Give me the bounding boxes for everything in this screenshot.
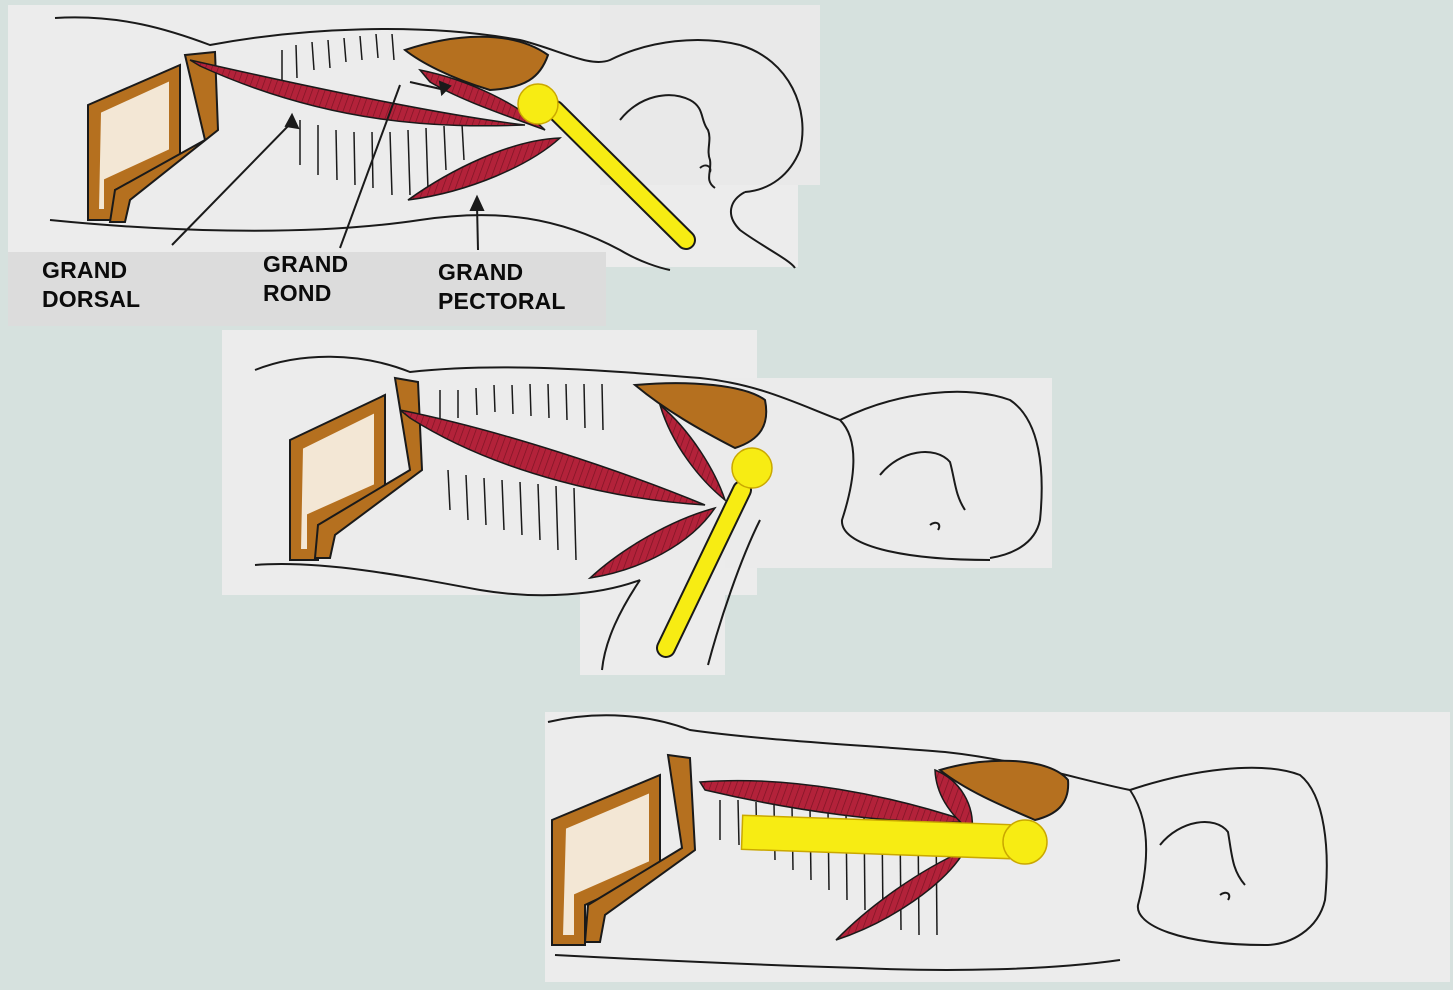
label-grand-rond-line2: ROND — [263, 279, 348, 308]
label-grand-rond: GRAND ROND — [263, 250, 348, 308]
label-grand-dorsal-line1: GRAND — [42, 256, 140, 285]
label-grand-dorsal: GRAND DORSAL — [42, 256, 140, 314]
panel-arm-horizontal — [545, 712, 1450, 982]
panel-arm-lowered — [222, 330, 1052, 675]
label-grand-pectoral: GRAND PECTORAL — [438, 258, 566, 316]
label-grand-pectoral-line1: GRAND — [438, 258, 566, 287]
humeral-head — [518, 84, 558, 124]
label-grand-rond-line1: GRAND — [263, 250, 348, 279]
label-grand-pectoral-line2: PECTORAL — [438, 287, 566, 316]
panel-arm-raised — [8, 5, 820, 270]
label-grand-dorsal-line2: DORSAL — [42, 285, 140, 314]
humeral-head — [1003, 820, 1047, 864]
humeral-head — [732, 448, 772, 488]
